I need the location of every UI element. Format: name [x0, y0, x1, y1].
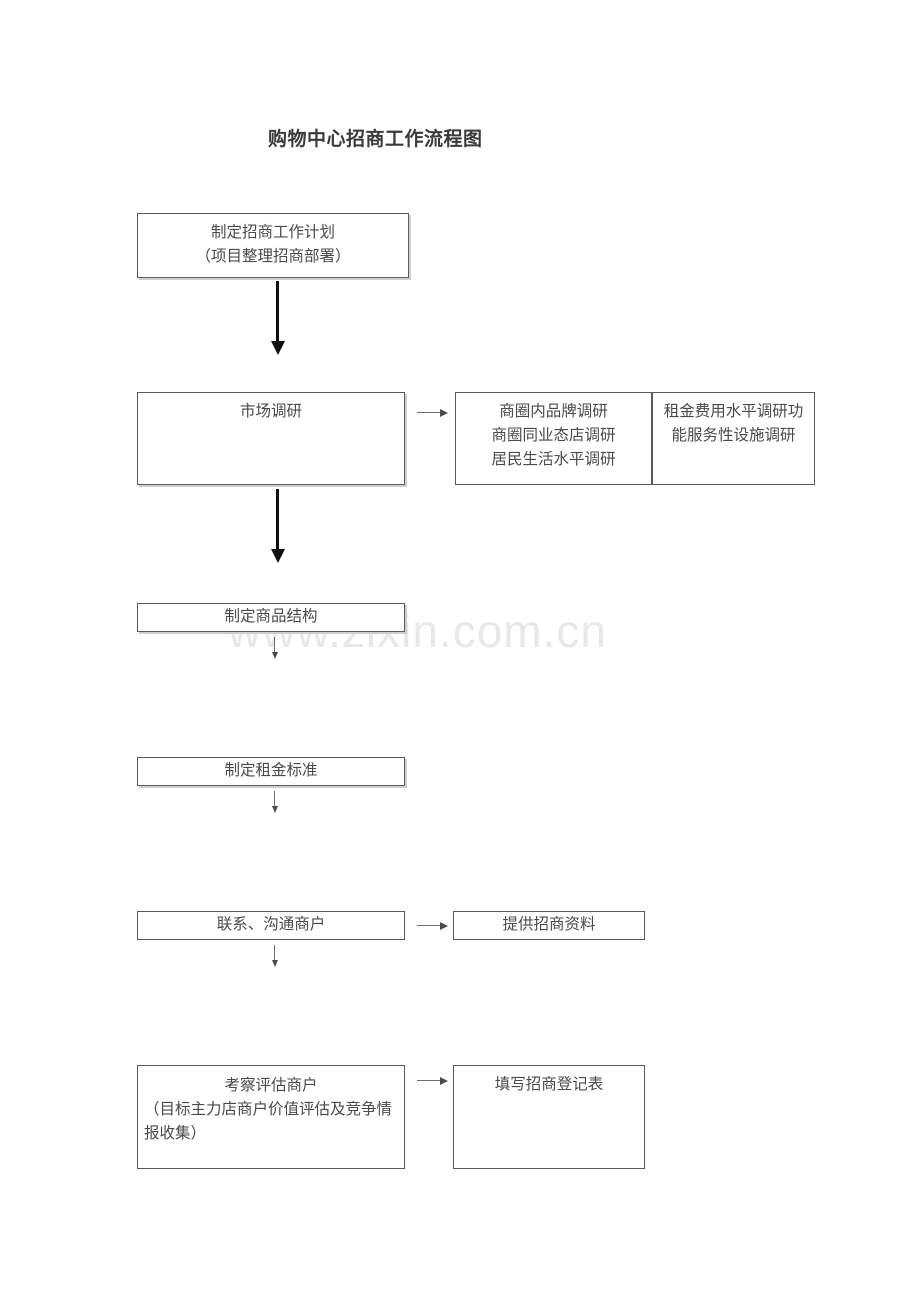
- node-line: 提供招商资料: [502, 916, 596, 934]
- node-line: （项目整理招商部署）: [195, 248, 351, 266]
- node-market-research[interactable]: 市场调研: [137, 392, 405, 485]
- node-define-rent-standard[interactable]: 制定租金标准: [137, 757, 405, 786]
- node-line: 能服务性设施调研: [671, 427, 796, 445]
- node-line: 商圈内品牌调研: [499, 403, 608, 420]
- node-provide-leasing-materials[interactable]: 提供招商资料: [453, 911, 645, 940]
- arrow-plan-to-research: [276, 281, 279, 342]
- arrow-contact-to-material: [417, 925, 441, 926]
- node-line: （目标主力店商户价值评估及竞争情: [144, 1101, 393, 1119]
- arrow-rent-standard-to-contact: [274, 791, 275, 807]
- node-line: 制定租金标准: [224, 762, 318, 780]
- node-evaluate-tenants[interactable]: 考察评估商户 （目标主力店商户价值评估及竞争情 报收集）: [137, 1065, 405, 1169]
- node-trade-area-surveys[interactable]: 商圈内品牌调研 商圈同业态店调研 居民生活水平调研: [455, 392, 652, 485]
- arrow-contact-to-evaluate: [274, 945, 275, 961]
- node-line: 市场调研: [239, 403, 302, 420]
- node-line: 商圈同业态店调研: [491, 427, 616, 445]
- node-line: 考察评估商户: [224, 1077, 318, 1094]
- node-line: 制定招商工作计划: [210, 224, 335, 241]
- node-line: 填写招商登记表: [494, 1076, 604, 1093]
- node-line: 报收集）: [144, 1125, 207, 1143]
- node-define-merchandise-structure[interactable]: 制定商品结构: [137, 603, 405, 632]
- node-rent-and-facility-surveys[interactable]: 租金费用水平调研功 能服务性设施调研: [652, 392, 815, 485]
- node-line: 联系、沟通商户: [216, 916, 326, 934]
- node-contact-tenants[interactable]: 联系、沟通商户: [137, 911, 405, 940]
- arrow-evaluate-to-register: [417, 1080, 441, 1081]
- node-line: 租金费用水平调研功: [663, 403, 804, 420]
- page-title: 购物中心招商工作流程图: [268, 129, 483, 150]
- arrow-research-to-survey: [417, 412, 441, 413]
- arrow-research-to-goods-structure: [276, 489, 279, 550]
- node-line: 居民生活水平调研: [491, 451, 616, 469]
- node-make-investment-plan[interactable]: 制定招商工作计划 （项目整理招商部署）: [137, 213, 409, 278]
- node-fill-registration-form[interactable]: 填写招商登记表: [453, 1065, 645, 1169]
- arrow-goods-structure-to-rent-standard: [274, 637, 275, 653]
- node-line: 制定商品结构: [224, 608, 318, 626]
